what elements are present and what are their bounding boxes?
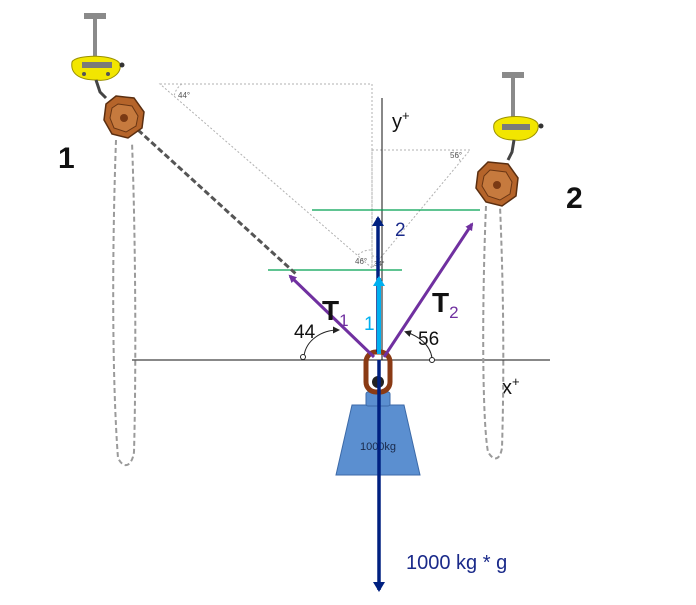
clamp-1: [71, 55, 121, 81]
beam-1-stem: [93, 19, 97, 61]
clamp-1-knob: [119, 62, 125, 68]
angle-arc-46: [357, 249, 373, 256]
tension-1-label: T1: [322, 295, 349, 330]
hoist-2-hub: [493, 181, 501, 189]
axis-x-label: x+: [502, 374, 520, 399]
weight-force-label: 1000 kg * g: [406, 552, 507, 574]
tension-2-arrow: [382, 222, 474, 358]
chain-loop-right: [482, 205, 505, 460]
clamp-1-bolt-right: [106, 72, 110, 76]
axis-y-label: y+: [392, 108, 410, 133]
reference-triangles: [158, 83, 472, 270]
hoist-1-label: 1: [58, 142, 75, 175]
angle-1-label: 44: [294, 322, 316, 343]
hook-2: [506, 139, 516, 161]
angle-arc-56: [451, 149, 461, 163]
angle-arc-left: [303, 326, 340, 357]
angle-arc-right: [404, 330, 433, 359]
beam-2-stem: [511, 78, 515, 122]
dotted-angle-46-label: 46°: [355, 257, 367, 266]
angle-2-label: 56: [418, 329, 439, 350]
clamp-2-bar: [502, 124, 530, 130]
tension-2-label: T2: [432, 287, 459, 322]
clamp-1-bolt: [82, 72, 86, 76]
chain-loop-left: [112, 139, 137, 467]
hoist-2-label: 2: [566, 182, 583, 215]
triangle-left: [158, 83, 373, 270]
tension-1-arrow: [288, 274, 376, 359]
hoist-1-hub: [120, 114, 128, 122]
angle-arc-44: [173, 83, 183, 98]
vertical-component-2-label: 2: [395, 220, 406, 241]
hoist-1: [71, 13, 145, 139]
clamp-1-bar: [82, 62, 112, 68]
beam-1-top: [84, 13, 106, 19]
triangle-right: [371, 149, 472, 270]
cable-hoist-1: [136, 128, 298, 276]
angle-arc-right-origin: [429, 357, 435, 363]
angle-arc-left-origin: [300, 354, 306, 360]
beam-2-top: [502, 72, 524, 78]
chain-loops: [112, 139, 505, 467]
clamp-2-knob: [538, 123, 544, 129]
dotted-angle-56-label: 56°: [450, 151, 462, 160]
hook-1: [94, 79, 108, 100]
hoist-2: [475, 72, 544, 207]
dotted-angle-44-label: 44°: [178, 91, 190, 100]
vertical-component-1-label: 1: [364, 314, 375, 335]
